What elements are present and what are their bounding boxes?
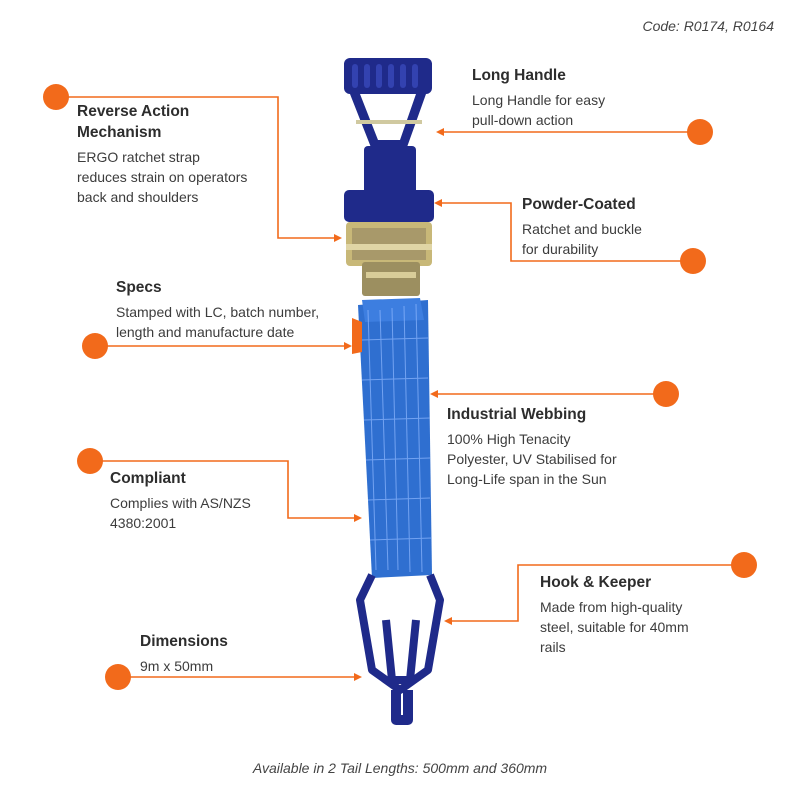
callout-title: Hook & Keeper xyxy=(540,574,652,591)
callout-title: Industrial Webbing xyxy=(447,406,587,423)
callout-title: Dimensions xyxy=(140,633,228,650)
callout-text: 9m x 50mm xyxy=(140,658,214,674)
callout-text: ERGO ratchet strap reduces strain on ope… xyxy=(77,149,248,205)
callout-text: Stamped with LC, batch number, length an… xyxy=(116,304,320,340)
callout-dots xyxy=(43,84,757,690)
long-handle xyxy=(344,58,432,196)
callout-text: Made from high-quality steel, suitable f… xyxy=(540,599,689,655)
callout-dimensions: Dimensions 9m x 50mm xyxy=(140,631,340,676)
callout-text: Complies with AS/NZS 4380:2001 xyxy=(110,495,251,531)
callout-title: Compliant xyxy=(110,470,186,487)
callout-text: 100% High Tenacity Polyester, UV Stabili… xyxy=(447,431,617,487)
callout-title: Long Handle xyxy=(472,67,566,84)
callout-compliant: Compliant Complies with AS/NZS 4380:2001 xyxy=(110,468,310,533)
callout-title: Reverse Action Mechanism xyxy=(77,103,190,141)
callout-text: Long Handle for easy pull-down action xyxy=(472,92,606,128)
callout-specs: Specs Stamped with LC, batch number, len… xyxy=(116,277,356,342)
webbing-strap xyxy=(352,298,433,578)
arrow-heads xyxy=(334,128,452,681)
callout-text: Ratchet and buckle for durability xyxy=(522,221,642,257)
product-code: Code: R0174, R0164 xyxy=(642,18,774,34)
callout-webbing: Industrial Webbing 100% High Tenacity Po… xyxy=(447,404,667,489)
callout-hook-keeper: Hook & Keeper Made from high-quality ste… xyxy=(540,572,740,657)
tail-lengths-note: Available in 2 Tail Lengths: 500mm and 3… xyxy=(252,760,548,776)
callout-long-handle: Long Handle Long Handle for easy pull-do… xyxy=(472,65,672,130)
callout-title: Powder-Coated xyxy=(522,196,636,213)
callout-powder-coated: Powder-Coated Ratchet and buckle for dur… xyxy=(522,194,722,259)
callout-reverse-action: Reverse Action Mechanism ERGO ratchet st… xyxy=(77,101,297,207)
callout-title: Specs xyxy=(116,279,162,296)
ratchet-mechanism xyxy=(344,190,434,296)
leader-lines xyxy=(56,96,744,678)
label-tag xyxy=(352,318,362,354)
hook-keeper xyxy=(356,573,444,725)
